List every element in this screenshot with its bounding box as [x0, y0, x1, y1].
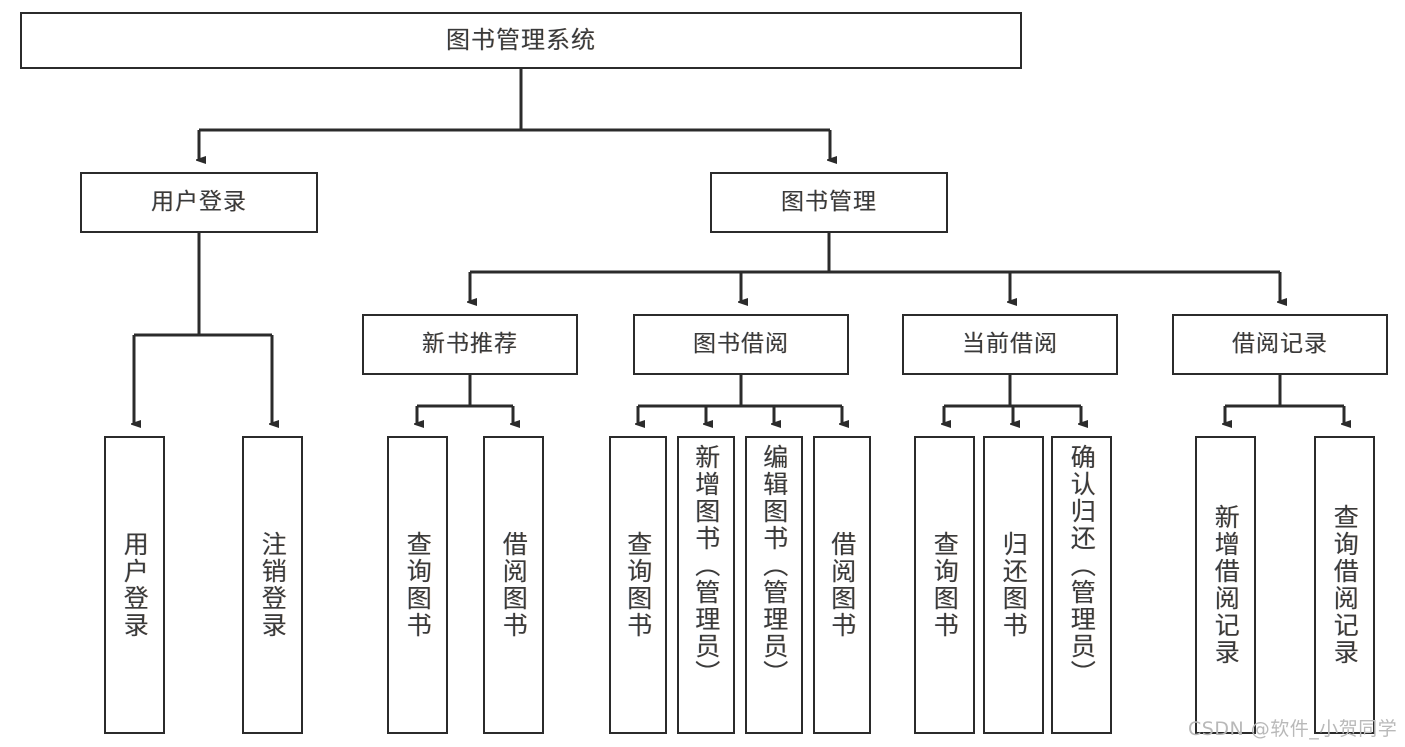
- node-leaf-edit-book-admin[interactable]: 编辑图书（管理员）: [745, 436, 803, 734]
- node-leaf-confirm-return-admin[interactable]: 确认归还（管理员）: [1051, 436, 1112, 734]
- node-leaf-query-book-recommend[interactable]: 查询图书: [387, 436, 448, 734]
- node-leaf-edit-book-admin-label: 编辑图书（管理员）: [759, 444, 789, 687]
- node-borrow-records-label: 借阅记录: [1232, 330, 1328, 357]
- node-leaf-query-borrow-record-label: 查询借阅记录: [1330, 504, 1360, 666]
- node-book-management-label: 图书管理: [781, 188, 877, 215]
- node-leaf-query-book-current[interactable]: 查询图书: [914, 436, 975, 734]
- node-leaf-borrow-book-recommend-label: 借阅图书: [499, 531, 529, 639]
- csdn-watermark: CSDN @软件_小贺同学: [1188, 718, 1398, 740]
- node-leaf-query-borrow-record[interactable]: 查询借阅记录: [1314, 436, 1375, 734]
- node-leaf-borrow-book-recommend[interactable]: 借阅图书: [483, 436, 544, 734]
- node-root[interactable]: 图书管理系统: [20, 12, 1022, 69]
- node-leaf-add-borrow-record-label: 新增借阅记录: [1211, 504, 1241, 666]
- node-leaf-logout[interactable]: 注销登录: [242, 436, 303, 734]
- node-borrow-records[interactable]: 借阅记录: [1172, 314, 1388, 375]
- node-leaf-borrow-book[interactable]: 借阅图书: [813, 436, 871, 734]
- node-root-label: 图书管理系统: [446, 26, 596, 55]
- node-leaf-logout-label: 注销登录: [258, 531, 288, 639]
- node-current-borrow[interactable]: 当前借阅: [902, 314, 1118, 375]
- node-leaf-add-book-admin[interactable]: 新增图书（管理员）: [677, 436, 735, 734]
- node-leaf-return-book[interactable]: 归还图书: [983, 436, 1044, 734]
- node-book-management[interactable]: 图书管理: [710, 172, 948, 233]
- node-new-book-recommend-label: 新书推荐: [422, 330, 518, 357]
- node-leaf-add-book-admin-label: 新增图书（管理员）: [691, 444, 721, 687]
- node-user-login-label: 用户登录: [151, 188, 247, 215]
- node-leaf-query-book-recommend-label: 查询图书: [403, 531, 433, 639]
- node-leaf-add-borrow-record[interactable]: 新增借阅记录: [1195, 436, 1256, 734]
- node-user-login[interactable]: 用户登录: [80, 172, 318, 233]
- node-leaf-user-login[interactable]: 用户登录: [104, 436, 165, 734]
- node-leaf-borrow-book-label: 借阅图书: [827, 531, 857, 639]
- node-leaf-query-book-current-label: 查询图书: [930, 531, 960, 639]
- node-leaf-query-book-borrow-label: 查询图书: [623, 531, 653, 639]
- node-new-book-recommend[interactable]: 新书推荐: [362, 314, 578, 375]
- node-leaf-confirm-return-admin-label: 确认归还（管理员）: [1067, 444, 1097, 687]
- node-book-borrow[interactable]: 图书借阅: [633, 314, 849, 375]
- node-leaf-user-login-label: 用户登录: [120, 531, 150, 639]
- node-leaf-query-book-borrow[interactable]: 查询图书: [609, 436, 667, 734]
- node-current-borrow-label: 当前借阅: [962, 330, 1058, 357]
- node-leaf-return-book-label: 归还图书: [999, 531, 1029, 639]
- node-book-borrow-label: 图书借阅: [693, 330, 789, 357]
